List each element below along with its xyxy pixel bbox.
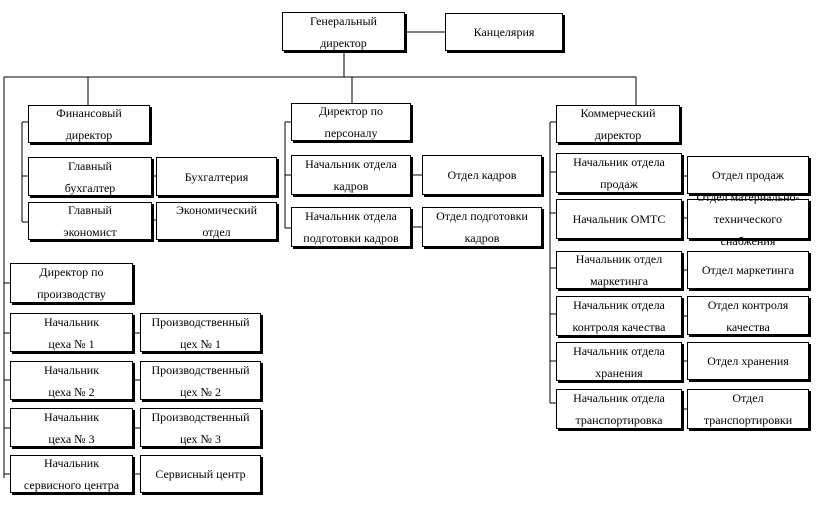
production-director-box: Директор по производству [10,263,133,303]
marketing-head-box: Начальник отдел маркетинга [556,251,682,289]
training-head-box: Начальник отдела подготовки кадров [291,207,411,247]
quality-department-box: Отдел контроля качества [687,296,809,335]
hr-director-box: Директор по персоналу [291,103,411,141]
shop3-head-box: Начальник цеха № 3 [10,408,133,447]
hr-head-box: Начальник отдела кадров [291,155,411,195]
shop2-box: Производственный цех № 2 [140,361,261,400]
chancellery-box: Канцелярия [445,13,563,51]
shop1-box: Производственный цех № 1 [140,313,261,352]
hr-department-box: Отдел кадров [422,155,542,195]
service-head-box: Начальник сервисного центра [10,455,133,493]
sales-department-box: Отдел продаж [687,156,809,194]
commercial-director-box: Коммерческий директор [556,105,680,143]
omts-head-box: Начальник ОМТС [556,199,682,239]
general-director-box: Генеральный директор [282,12,405,51]
transport-head-box: Начальник отдела транспортировка [556,389,682,429]
marketing-department-box: Отдел маркетинга [687,251,809,289]
omts-department-box: Отдел материально- технического снабжени… [687,190,809,248]
storage-department-box: Отдел хранения [687,342,809,380]
storage-head-box: Начальник отдела хранения [556,342,682,381]
training-department-box: Отдел подготовки кадров [422,207,542,247]
quality-head-box: Начальник отдела контроля качества [556,296,682,336]
finance-director-box: Финансовый директор [28,105,150,143]
transport-department-box: Отдел транспортировки [687,389,809,429]
service-center-box: Сервисный центр [140,455,261,493]
sales-head-box: Начальник отдела продаж [556,153,682,193]
economic-department-box: Экономический отдел [156,202,277,240]
shop2-head-box: Начальник цеха № 2 [10,361,133,400]
shop3-box: Производственный цех № 3 [140,408,261,447]
chief-economist-box: Главный экономист [28,202,152,240]
accounting-box: Бухгалтерия [156,157,277,196]
shop1-head-box: Начальник цеха № 1 [10,313,133,352]
chief-accountant-box: Главный бухгалтер [28,157,152,196]
